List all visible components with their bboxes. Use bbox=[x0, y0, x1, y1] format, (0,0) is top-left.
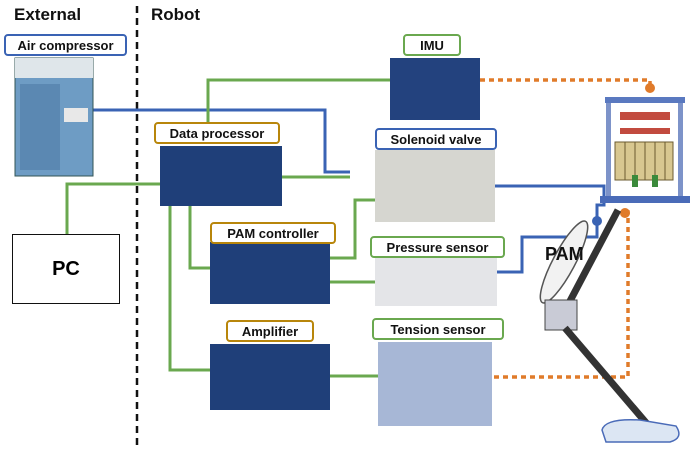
pam-controller-label: PAM controller bbox=[210, 222, 336, 244]
imu-label: IMU bbox=[403, 34, 461, 56]
external-header: External bbox=[14, 5, 82, 24]
amplifier-label: Amplifier bbox=[226, 320, 314, 342]
shank-link bbox=[562, 325, 651, 428]
pam-controller-board-image bbox=[210, 242, 330, 304]
data-processor-label: Data processor bbox=[154, 122, 280, 144]
imu-mount-link bbox=[480, 78, 652, 88]
air-line-pressure-sensor bbox=[497, 222, 599, 274]
pam-air-inlet bbox=[592, 216, 602, 226]
robot-header: Robot bbox=[151, 5, 201, 24]
solenoid-valve-image bbox=[375, 150, 495, 222]
amplifier-board-image bbox=[210, 344, 330, 410]
signal-line-controller-valve bbox=[330, 198, 375, 260]
air-compressor-machine bbox=[14, 57, 94, 177]
tension-mount-point bbox=[620, 208, 630, 218]
signal-line-amplifier bbox=[168, 205, 210, 372]
signal-line-pc bbox=[65, 182, 160, 234]
tension-sensor-label: Tension sensor bbox=[372, 318, 504, 340]
signal-line-imu bbox=[206, 78, 390, 122]
pc-box: PC bbox=[12, 234, 120, 304]
pressure-sensor-label: Pressure sensor bbox=[370, 236, 505, 258]
imu-mount-point bbox=[645, 83, 655, 93]
imu-board-image bbox=[390, 58, 480, 120]
foot bbox=[601, 418, 680, 443]
pam-label: PAM bbox=[545, 244, 584, 264]
robot-frame bbox=[600, 97, 690, 203]
tension-sensor-image bbox=[378, 342, 492, 426]
pressure-sensor-image bbox=[375, 256, 497, 306]
leg-mechanism bbox=[539, 208, 680, 443]
signal-line-pam-controller bbox=[188, 205, 210, 270]
pam-muscle bbox=[539, 220, 589, 304]
air-compressor-label: Air compressor bbox=[4, 34, 127, 56]
air-line-valve-pam bbox=[495, 184, 606, 222]
solenoid-valve-label: Solenoid valve bbox=[375, 128, 497, 150]
data-processor-board-image bbox=[160, 146, 282, 206]
